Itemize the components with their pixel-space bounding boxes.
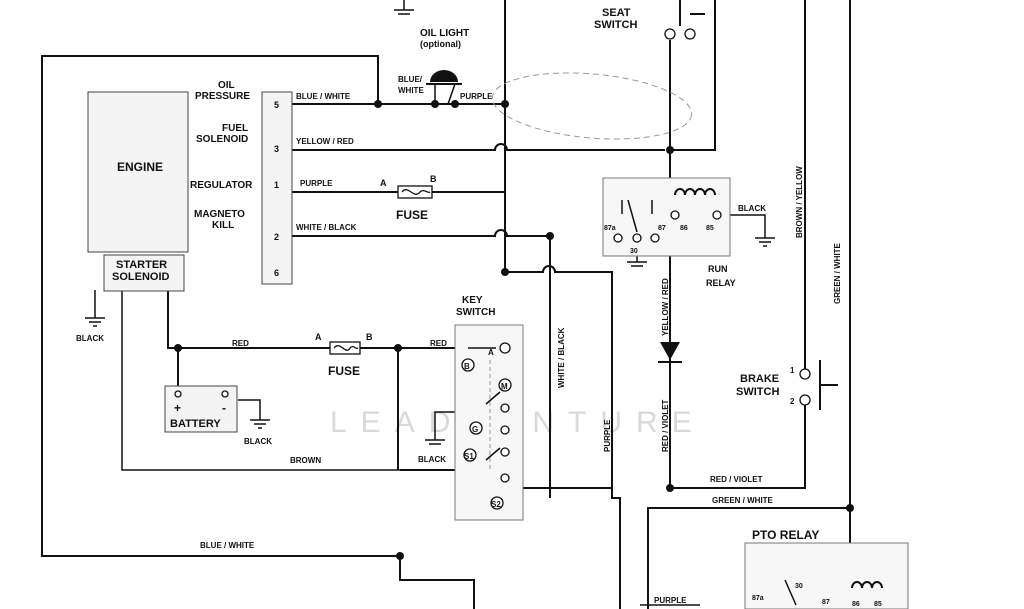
wire-label-blue-white-light1: BLUE/ <box>398 75 423 84</box>
wire-label-red-left: RED <box>232 339 249 348</box>
battery-minus: - <box>222 401 226 415</box>
diode-icon <box>658 342 682 363</box>
seat-switch-icon <box>664 0 705 40</box>
wire-label-black-battery: BLACK <box>244 437 272 446</box>
wire-label-blue-white-bottom: BLUE / WHITE <box>200 541 255 550</box>
key-pin-s1: S1 <box>464 452 474 461</box>
key-pin-g: G <box>472 425 478 434</box>
wire-label-blue-white-light2: WHITE <box>398 86 424 95</box>
wire-lines <box>41 0 851 609</box>
pto-relay-label: PTO RELAY <box>752 528 819 542</box>
fuel-solenoid-line2: SOLENOID <box>196 134 248 145</box>
ground-icon-run-relay <box>755 237 775 247</box>
battery-block <box>164 385 238 433</box>
wire-label-black-starter: BLACK <box>76 334 104 343</box>
run-relay-line2: RELAY <box>706 278 736 288</box>
oil-pressure-line2: PRESSURE <box>195 91 250 102</box>
engine-pin-1: 1 <box>274 180 279 190</box>
run-relay-pin-87a: 87a <box>604 225 616 232</box>
wire-label-black-relay: BLACK <box>738 204 766 213</box>
brake-switch-line2: SWITCH <box>736 386 779 398</box>
magneto-kill-line2: KILL <box>212 220 234 231</box>
starter-solenoid-line2: SOLENOID <box>112 271 170 283</box>
optional-outline <box>491 72 693 140</box>
key-pin-a: A <box>488 348 494 357</box>
ground-icon-battery <box>250 419 270 429</box>
wire-label-red-right: RED <box>430 339 447 348</box>
oil-light-icon <box>426 70 462 85</box>
engine-pin-3: 3 <box>274 144 279 154</box>
wire-label-brown-yellow: BROWN / YELLOW <box>795 166 804 238</box>
brake-pin-2: 2 <box>790 397 795 406</box>
key-pin-b: B <box>464 362 470 371</box>
fuse-top-b: B <box>430 174 437 184</box>
pto-pin-87a: 87a <box>752 595 764 602</box>
wire-label-purple-light: PURPLE <box>460 92 493 101</box>
ground-icon-key <box>425 439 445 445</box>
wire-label-brown: BROWN <box>290 456 321 465</box>
oil-pressure-line1: OIL <box>218 80 235 91</box>
run-relay-pin-30: 30 <box>630 248 638 255</box>
wire-label-white-black-mag: WHITE / BLACK <box>296 223 357 232</box>
magneto-kill-line1: MAGNETO <box>194 209 245 220</box>
wire-label-white-black-vert: WHITE / BLACK <box>557 327 566 388</box>
pto-pin-86: 86 <box>852 601 860 608</box>
junction-dots <box>174 100 854 560</box>
key-pin-s2: S2 <box>491 500 501 509</box>
seat-switch-line1: SEAT <box>602 7 631 19</box>
fuse-bottom-a: A <box>315 332 322 342</box>
fuse-bottom-b: B <box>366 332 373 342</box>
brake-switch-line1: BRAKE <box>740 373 779 385</box>
wire-label-yellow-red-vert: YELLOW / RED <box>661 278 670 336</box>
engine-block <box>87 91 293 292</box>
wire-label-black-key: BLACK <box>418 455 446 464</box>
wire-label-purple-reg: PURPLE <box>300 179 333 188</box>
run-relay-pin-85: 85 <box>706 225 714 232</box>
wire-label-yellow-red: YELLOW / RED <box>296 137 354 146</box>
wire-label-green-white-vert: GREEN / WHITE <box>833 242 842 304</box>
engine-pin-5: 5 <box>274 100 279 110</box>
engine-label: ENGINE <box>117 160 163 174</box>
run-relay-line1: RUN <box>708 264 728 274</box>
battery-plus: + <box>174 401 181 415</box>
key-switch-block <box>454 324 524 521</box>
fuse-top-icon <box>397 185 433 199</box>
key-switch-line1: KEY <box>462 295 483 306</box>
pto-pin-87: 87 <box>822 599 830 606</box>
starter-solenoid-line1: STARTER <box>116 259 167 271</box>
fuse-bottom-label: FUSE <box>328 364 360 378</box>
pto-pin-85: 85 <box>874 601 882 608</box>
regulator-label: REGULATOR <box>190 180 253 191</box>
run-relay-pin-87: 87 <box>658 225 666 232</box>
wire-label-purple-vert: PURPLE <box>603 419 612 452</box>
pto-pin-30: 30 <box>795 583 803 590</box>
wire-label-green-white-h: GREEN / WHITE <box>712 496 774 505</box>
key-pin-m: M <box>501 382 508 391</box>
ground-icon-relay30 <box>627 261 647 267</box>
ground-icon-top <box>394 0 414 15</box>
ground-icon-starter <box>85 317 105 327</box>
run-relay-block <box>602 177 731 257</box>
key-switch-line2: SWITCH <box>456 307 495 318</box>
wire-label-red-violet-h: RED / VIOLET <box>710 475 763 484</box>
run-relay-pin-86: 86 <box>680 225 688 232</box>
fuse-top-label: FUSE <box>396 208 428 222</box>
pto-relay-block <box>744 542 909 609</box>
engine-pin-2: 2 <box>274 232 279 242</box>
oil-light-label: OIL LIGHT <box>420 28 469 39</box>
brake-pin-1: 1 <box>790 366 795 375</box>
wire-label-red-violet-vert: RED / VIOLET <box>661 399 670 452</box>
engine-pin-6: 6 <box>274 268 279 278</box>
oil-light-optional: (optional) <box>420 39 461 49</box>
seat-switch-line2: SWITCH <box>594 19 637 31</box>
fuse-top-a: A <box>380 178 387 188</box>
battery-label: BATTERY <box>170 418 221 430</box>
wire-label-blue-white-top: BLUE / WHITE <box>296 92 351 101</box>
wire-label-purple-bottom: PURPLE <box>654 596 687 605</box>
brake-switch-icon <box>799 360 838 410</box>
fuse-bottom-icon <box>329 341 361 355</box>
fuel-solenoid-line1: FUEL <box>222 123 248 134</box>
